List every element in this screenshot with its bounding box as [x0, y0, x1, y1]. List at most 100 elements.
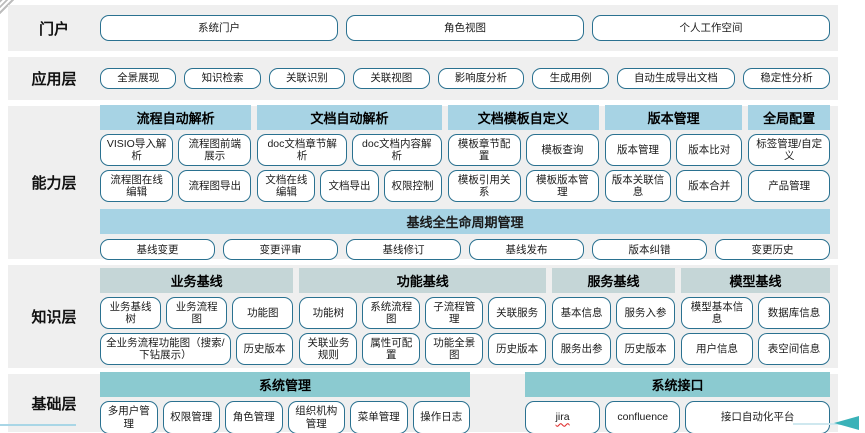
portal-node-0: 系统门户 [100, 15, 338, 41]
group-row: 全业务流程功能图（搜索/下钻展示）历史版本 [100, 333, 294, 366]
group-row: 服务出参历史版本 [552, 333, 675, 366]
baseline-node-1: 变更评审 [223, 239, 338, 261]
group-base-0: 系统管理多用户管理权限管理角色管理组织机构管理菜单管理操作日志 [100, 372, 470, 433]
layer-content-knowledge: 业务基线业务基线树业务流程图功能图全业务流程功能图（搜索/下钻展示）历史版本功能… [100, 265, 838, 368]
diagram-node: 接口自动化平台 [685, 401, 830, 433]
baseline-node-0: 基线变更 [100, 239, 215, 261]
diagram-node: 流程图前端展示 [178, 133, 252, 166]
diagram-node: VISIO导入解析 [100, 133, 174, 166]
application-node-6: 自动生成导出文档 [616, 68, 736, 89]
group-row: 模板章节配置模板查询 [447, 133, 599, 166]
diagram-node: 功能全景图 [425, 333, 484, 366]
group-row: 版本关联信息版本合并 [604, 170, 743, 203]
group-capability-2: 文档模板自定义模板章节配置模板查询模板引用关系模板版本管理 [447, 104, 599, 203]
diagram-node: 功能图 [232, 296, 294, 329]
layer-label-application: 应用层 [31, 71, 77, 88]
diagram-node: 系统流程图 [362, 296, 421, 329]
layer-band-base: 基础层 系统管理多用户管理权限管理角色管理组织机构管理菜单管理操作日志 系统接口 ji… [8, 372, 838, 433]
diagram-node: doc文档章节解析 [257, 133, 347, 166]
application-node-2: 关联识别 [268, 68, 346, 89]
button-row-portal: 系统门户角色视图个人工作空间 [100, 15, 830, 41]
application-node-0: 全景展现 [100, 68, 177, 89]
baseline-node-3: 基线发布 [469, 239, 584, 261]
diagram-node: 角色管理 [225, 401, 283, 433]
diagram-node: 模板版本管理 [525, 170, 599, 203]
diagram-node: 基本信息 [552, 296, 612, 329]
group-row: 基本信息服务入参 [552, 296, 675, 329]
group-capability-4: 全局配置标签管理/自定义产品管理 [748, 104, 831, 203]
diagram-node: 服务出参 [552, 333, 612, 366]
diagram-node: 版本合并 [676, 170, 743, 203]
group-header-knowledge-0: 业务基线 [100, 267, 294, 293]
group-header-capability-4: 全局配置 [748, 104, 831, 130]
diagram-node: 关联服务 [488, 296, 547, 329]
group-header-knowledge-2: 服务基线 [552, 267, 675, 293]
diagram-node: 文档导出 [320, 170, 379, 203]
group-row: 版本管理版本比对 [604, 133, 743, 166]
diagram-node: 权限控制 [383, 170, 442, 203]
group-knowledge-2: 服务基线基本信息服务入参服务出参历史版本 [552, 267, 675, 366]
groups-row-knowledge: 业务基线业务基线树业务流程图功能图全业务流程功能图（搜索/下钻展示）历史版本功能… [100, 267, 831, 366]
group-row: VISIO导入解析流程图前端展示 [100, 133, 252, 166]
left-arrow-icon [834, 416, 859, 430]
portal-node-1: 角色视图 [346, 15, 584, 41]
diagram-node: jira [525, 401, 601, 433]
layer-label-portal: 门户 [38, 20, 69, 38]
baseline-row: 基线变更变更评审基线修订基线发布版本纠错变更历史 [100, 239, 830, 261]
baseline-node-2: 基线修订 [346, 239, 461, 261]
diagram-node: 版本关联信息 [604, 170, 672, 203]
layer-band-portal: 门户 系统门户角色视图个人工作空间 [8, 5, 838, 51]
group-row: 文档在线编辑文档导出权限控制 [257, 170, 442, 203]
baseline-header: 基线全生命周期管理 [100, 209, 830, 235]
group-row: 模板引用关系模板版本管理 [447, 170, 599, 203]
diagram-node: 属性可配置 [362, 333, 421, 366]
diagram-node: 产品管理 [748, 170, 831, 203]
layer-label-base: 基础层 [31, 395, 77, 413]
bottom-left-line-decoration [0, 424, 76, 426]
diagram-node: 多用户管理 [100, 401, 158, 433]
diagram-node: 组织机构管理 [287, 401, 345, 433]
layer-band-application: 应用层 全景展现知识检索关联识别关联视图影响度分析生成用例自动生成导出文档稳定性分… [8, 57, 838, 100]
diagram-node: 模板查询 [525, 133, 599, 166]
diagram-node: 历史版本 [488, 333, 547, 366]
diagram-node: 数据库信息 [757, 296, 831, 329]
group-capability-3: 版本管理版本管理版本比对版本关联信息版本合并 [604, 104, 743, 203]
diagram-node: 模型基本信息 [680, 296, 753, 329]
group-header-knowledge-3: 模型基线 [680, 267, 830, 293]
layer-label-knowledge: 知识层 [31, 309, 77, 326]
layer-label-capability: 能力层 [31, 175, 77, 192]
diagram-node: 全业务流程功能图（搜索/下钻展示） [100, 333, 231, 366]
diagram-node: 标签管理/自定义 [748, 133, 831, 166]
diagram-node: 关联业务规则 [299, 333, 358, 366]
diagram-node: 模板章节配置 [447, 133, 521, 166]
diagram-node: 文档在线编辑 [257, 170, 316, 203]
diagram-node: 用户信息 [680, 333, 753, 366]
group-row: 业务基线树业务流程图功能图 [100, 296, 294, 329]
diagram-node: 流程图在线编辑 [100, 170, 174, 203]
diagram-node: 表空间信息 [757, 333, 831, 366]
diagram-node: 功能树 [299, 296, 358, 329]
diagram-node: confluence [605, 401, 681, 433]
application-node-7: 稳定性分析 [743, 68, 830, 89]
application-node-4: 影响度分析 [437, 68, 525, 89]
button-row-application: 全景展现知识检索关联识别关联视图影响度分析生成用例自动生成导出文档稳定性分析 [100, 68, 830, 89]
group-header-capability-3: 版本管理 [604, 104, 743, 130]
diagram-node: 版本管理 [604, 133, 672, 166]
group-row: 标签管理/自定义 [748, 133, 831, 166]
group-header-base-1: 系统接口 [525, 372, 830, 398]
baseline-node-5: 变更历史 [715, 239, 830, 261]
diagram-node: doc文档内容解析 [351, 133, 442, 166]
diagram-node: 模板引用关系 [447, 170, 521, 203]
application-node-3: 关联视图 [353, 68, 430, 89]
diagram-node: 菜单管理 [350, 401, 408, 433]
group-knowledge-0: 业务基线业务基线树业务流程图功能图全业务流程功能图（搜索/下钻展示）历史版本 [100, 267, 294, 366]
diagram-node: 历史版本 [235, 333, 294, 366]
